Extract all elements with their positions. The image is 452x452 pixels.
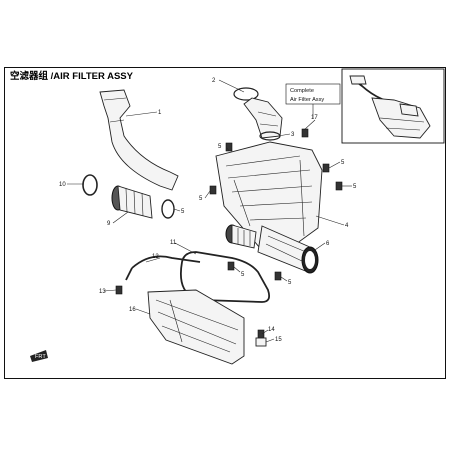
- page-title: 空滤器组 /AIR FILTER ASSY: [10, 70, 134, 82]
- clamp-boot: [161, 199, 175, 219]
- callout-5f: 5: [218, 144, 222, 150]
- clip-5-g: [274, 271, 282, 281]
- clip-5-e: [209, 185, 217, 195]
- svg-text:Complete: Complete: [290, 88, 314, 94]
- clamp-3: [259, 131, 281, 141]
- callout-5b: 5: [353, 184, 357, 190]
- callout-14: 14: [268, 327, 275, 333]
- clip-5-f: [227, 261, 235, 271]
- clip-5-b: [301, 128, 309, 138]
- intake-boot: [111, 185, 153, 219]
- callout-2: 2: [212, 78, 216, 84]
- callout-4: 4: [345, 223, 349, 229]
- leader-lines: [67, 79, 352, 343]
- filter-element: [257, 225, 319, 274]
- clip-5-d: [335, 181, 343, 191]
- svg-text:Air Filter Assy: Air Filter Assy: [290, 97, 324, 103]
- intake-snorkel: [99, 89, 179, 191]
- callout-5d: 5: [241, 272, 245, 278]
- drain-hose: [131, 255, 201, 269]
- diagram-border: [4, 67, 446, 379]
- clip-5-a: [225, 142, 233, 152]
- callout-13: 13: [99, 289, 106, 295]
- callout-5c: 5: [199, 196, 203, 202]
- callout-5g: 5: [181, 209, 185, 215]
- complete-assy-label: Complete Air Filter Assy: [285, 83, 341, 105]
- callout-10: 10: [59, 182, 66, 188]
- fitting-13: [115, 285, 123, 295]
- callout-11: 11: [170, 240, 177, 246]
- callout-3: 3: [291, 132, 295, 138]
- callout-9: 9: [107, 221, 111, 227]
- callout-labels: 1 2 3 4 5 5 5 5 5 5 5 6 9 10 11 12 13 14…: [59, 78, 357, 343]
- callout-17: 17: [311, 115, 318, 121]
- filter-cage: [225, 224, 257, 249]
- callout-15: 15: [275, 337, 282, 343]
- front-arrow-icon: FRT: [30, 350, 48, 362]
- callout-5a: 5: [341, 160, 345, 166]
- callout-5e: 5: [288, 280, 292, 286]
- airbox-lower: [147, 289, 245, 365]
- callout-1: 1: [158, 110, 162, 116]
- clip-5-c: [322, 163, 330, 173]
- complete-assy-inset: [341, 68, 445, 144]
- clamp-10: [82, 174, 98, 196]
- callout-6: 6: [326, 241, 330, 247]
- svg-text:FRT: FRT: [35, 354, 46, 360]
- callout-12: 12: [152, 254, 159, 260]
- callout-16: 16: [129, 307, 136, 313]
- intake-elbow: [233, 87, 283, 139]
- airbox-upper: [215, 141, 323, 249]
